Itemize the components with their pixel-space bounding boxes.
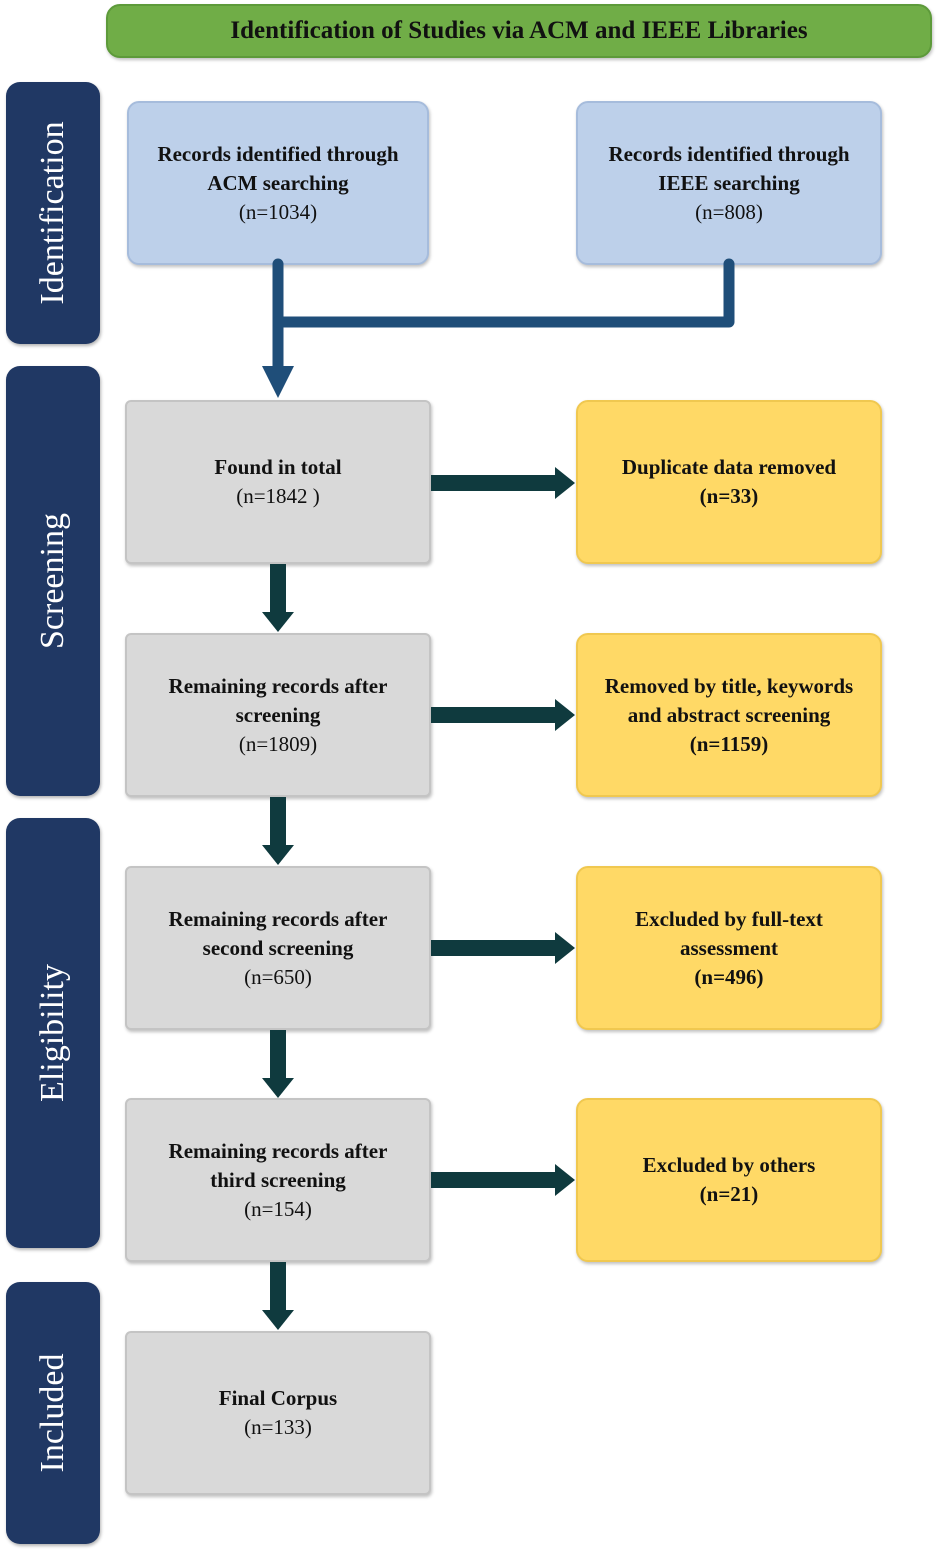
excluded-others-count: (n=21) bbox=[699, 1182, 759, 1206]
after-second-box: Remaining records after second screening… bbox=[125, 866, 431, 1030]
phase-included: Included bbox=[6, 1282, 100, 1544]
right-arrow-4 bbox=[431, 1164, 575, 1196]
after-second-line2: second screening bbox=[202, 935, 354, 960]
ieee-line2: IEEE searching bbox=[658, 170, 800, 195]
total-count: (n=1842 ) bbox=[236, 484, 320, 508]
excluded-fulltext-line2: assessment bbox=[680, 935, 778, 960]
phase-identification: Identification bbox=[6, 82, 100, 344]
after-third-line2: third screening bbox=[210, 1167, 346, 1192]
after-third-count: (n=154) bbox=[244, 1196, 312, 1221]
acm-records-box: Records identified through ACM searching… bbox=[127, 101, 429, 265]
right-arrow-3 bbox=[431, 932, 575, 964]
removed-title-count: (n=1159) bbox=[689, 731, 769, 756]
removed-title-line2: and abstract screening bbox=[627, 702, 831, 727]
ieee-count: (n=808) bbox=[695, 199, 763, 224]
acm-count: (n=1034) bbox=[238, 199, 318, 224]
after-second-line1: Remaining records after bbox=[168, 906, 388, 931]
duplicates-removed-box: Duplicate data removed (n=33) bbox=[576, 400, 882, 564]
ieee-records-box: Records identified through IEEE searchin… bbox=[576, 101, 882, 265]
acm-line1: Records identified through bbox=[157, 141, 399, 166]
excluded-others-line1: Excluded by others bbox=[642, 1153, 816, 1177]
ieee-connector bbox=[272, 258, 735, 328]
excluded-fulltext-box: Excluded by full-text assessment (n=496) bbox=[576, 866, 882, 1030]
found-total-box: Found in total (n=1842 ) bbox=[125, 400, 431, 564]
after-screening-count: (n=1809) bbox=[238, 731, 318, 756]
excluded-others-box: Excluded by others (n=21) bbox=[576, 1098, 882, 1262]
after-screening-line1: Remaining records after bbox=[168, 673, 388, 698]
phase-screening: Screening bbox=[6, 366, 100, 796]
removed-title-box: Removed by title, keywords and abstract … bbox=[576, 633, 882, 797]
after-third-box: Remaining records after third screening … bbox=[125, 1098, 431, 1262]
down-arrow-4 bbox=[262, 1262, 294, 1330]
title-banner: Identification of Studies via ACM and IE… bbox=[106, 4, 932, 58]
right-arrow-1 bbox=[431, 467, 575, 499]
ieee-line1: Records identified through bbox=[608, 141, 850, 166]
duplicates-count: (n=33) bbox=[699, 484, 759, 508]
removed-title-line1: Removed by title, keywords bbox=[604, 673, 854, 698]
after-screening-box: Remaining records after screening (n=180… bbox=[125, 633, 431, 797]
excluded-fulltext-line1: Excluded by full-text bbox=[635, 906, 823, 931]
final-corpus-box: Final Corpus (n=133) bbox=[125, 1331, 431, 1495]
total-line1: Found in total bbox=[214, 455, 342, 479]
merge-arrowhead bbox=[262, 366, 294, 398]
down-arrow-1 bbox=[262, 564, 294, 632]
duplicates-line1: Duplicate data removed bbox=[621, 455, 837, 479]
right-arrow-2 bbox=[431, 699, 575, 731]
after-screening-line2: screening bbox=[235, 702, 321, 727]
down-arrow-2 bbox=[262, 797, 294, 865]
phase-eligibility: Eligibility bbox=[6, 818, 100, 1248]
after-third-line1: Remaining records after bbox=[168, 1138, 388, 1163]
final-count: (n=133) bbox=[244, 1415, 312, 1439]
excluded-fulltext-count: (n=496) bbox=[694, 964, 764, 989]
final-line1: Final Corpus bbox=[218, 1386, 338, 1410]
down-arrow-3 bbox=[262, 1030, 294, 1098]
after-second-count: (n=650) bbox=[244, 964, 312, 989]
acm-line2: ACM searching bbox=[207, 170, 349, 195]
